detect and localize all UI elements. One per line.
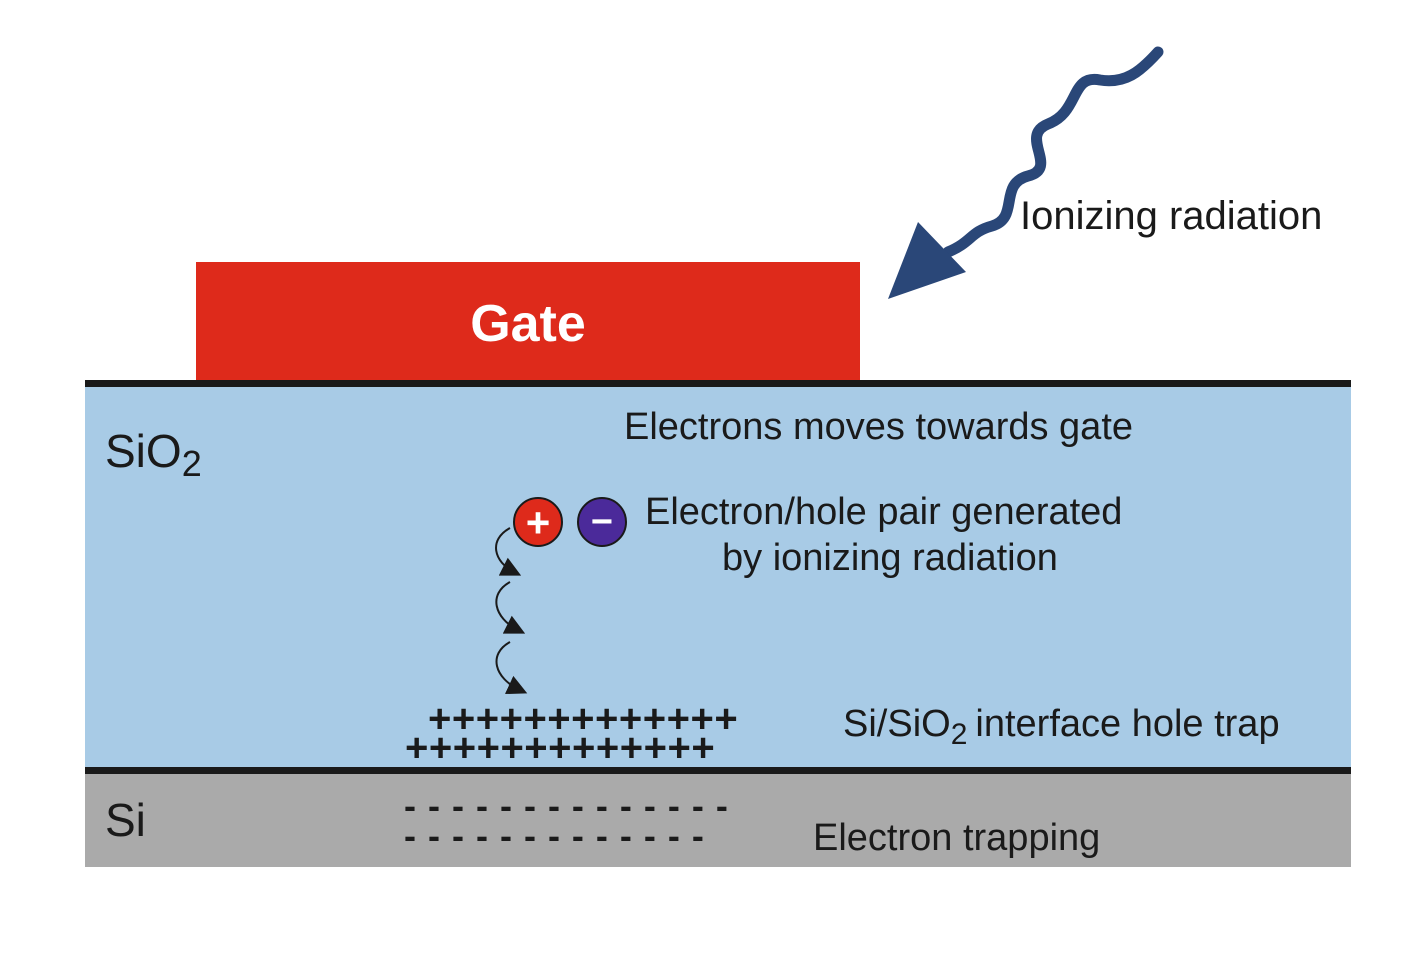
hole-trap-label-prefix: Si/SiO	[843, 703, 951, 745]
si-substrate-layer	[85, 773, 1351, 867]
wavy-arrow-icon	[942, 46, 1164, 258]
hole-trap-row: +++++++++++++	[428, 697, 738, 741]
hole-charge: +	[513, 497, 563, 547]
gate-oxide-boundary	[85, 380, 1351, 387]
electron-trap-row: - - - - - - - - - - - - - -	[404, 785, 729, 826]
sio2-label-subscript: 2	[182, 443, 202, 484]
electrons-move-label: Electrons moves towards gate	[624, 406, 1133, 448]
hole-trap-label-suffix: interface hole trap	[975, 703, 1279, 745]
hole-hop-arrow	[495, 581, 526, 634]
radiation-label: Ionizing radiation	[1020, 194, 1322, 238]
electron-symbol: −	[591, 501, 613, 543]
radiation-arrowhead-icon	[888, 222, 966, 299]
gate-label: Gate	[470, 295, 586, 353]
gate-electrode	[196, 262, 860, 382]
pair-label-line1: Electron/hole pair generated	[645, 491, 1122, 533]
sio2-oxide-layer	[85, 386, 1351, 769]
electron-trap-row: - - - - - - - - - - - - -	[404, 815, 705, 856]
hole-hop-arrow	[495, 527, 522, 576]
hole-trap-label-subscript: 2	[951, 718, 968, 751]
sio2-label-main: SiO	[105, 425, 182, 477]
sio2-label: SiO2	[105, 425, 202, 484]
hole-trap-row: +++++++++++++	[405, 726, 715, 770]
pair-label-line2: by ionizing radiation	[722, 537, 1058, 579]
hole-symbol: +	[526, 499, 551, 546]
oxide-si-boundary	[85, 767, 1351, 774]
electron-trapping-label: Electron trapping	[813, 817, 1100, 859]
electron-charge: −	[577, 497, 627, 547]
si-label: Si	[105, 794, 146, 846]
hole-hop-arrow	[495, 641, 528, 695]
